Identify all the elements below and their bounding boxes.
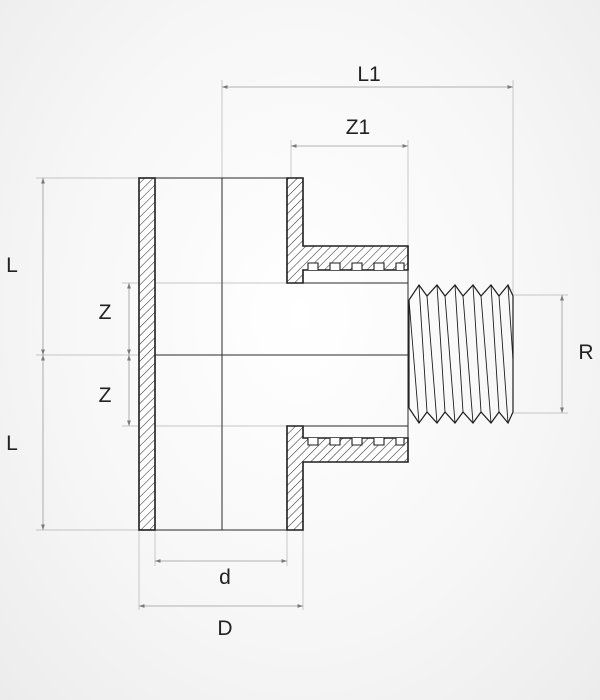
label-R: R xyxy=(578,341,593,364)
male-thread xyxy=(408,283,514,425)
dimension-labels: L1 Z1 L Z Z L R d D xyxy=(6,63,593,640)
label-Z-top: Z xyxy=(99,301,112,324)
insert-teeth xyxy=(307,262,405,446)
label-d: d xyxy=(219,566,231,589)
run-section xyxy=(138,177,409,531)
label-Z-bottom: Z xyxy=(99,384,112,407)
left-wall xyxy=(138,177,156,531)
dimension-lines xyxy=(41,85,564,608)
label-L-top: L xyxy=(6,254,18,277)
label-L1: L1 xyxy=(357,63,380,86)
extension-lines xyxy=(36,80,568,610)
right-wall-lower xyxy=(286,425,409,531)
label-Z1: Z1 xyxy=(346,116,371,139)
label-L-bottom: L xyxy=(6,432,18,455)
label-D: D xyxy=(217,617,232,640)
right-wall-upper xyxy=(286,177,409,284)
